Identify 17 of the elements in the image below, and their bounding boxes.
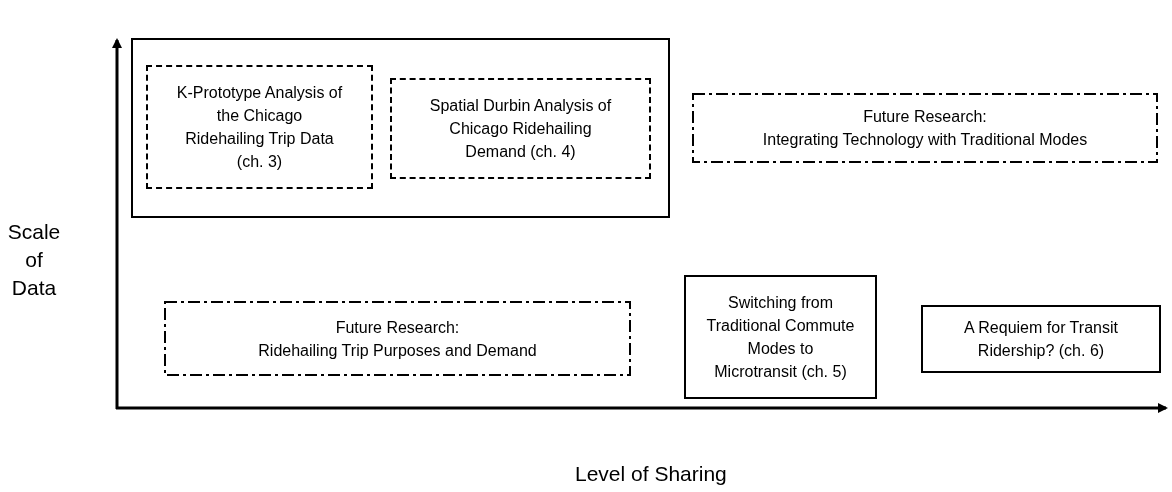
topic-box	[921, 305, 1161, 373]
box-text: Switching from Traditional Commute Modes to Microtransit (ch. 5)	[705, 293, 856, 382]
future-research-box	[164, 301, 631, 376]
future-research-box	[692, 93, 1158, 163]
box-text: Spatial Durbin Analysis of Chicago Ridehailing Demand (ch. 4)	[428, 96, 613, 162]
axis-label: Level of Sharing	[575, 461, 727, 487]
study-box	[390, 78, 651, 179]
box-text: K-Prototype Analysis of the Chicago Ridehailing Trip Data (ch. 3)	[175, 83, 344, 172]
group-frame	[131, 38, 670, 218]
box-text: Ridehailing Trip Purposes and Demand	[257, 340, 538, 361]
study-box	[146, 65, 373, 189]
box-text: Future Research:	[862, 107, 988, 127]
box-text: A Requiem for Transit Ridership? (ch. 6)	[963, 318, 1119, 361]
box-text: Integrating Technology with Traditional Modes	[761, 130, 1089, 150]
topic-box	[684, 275, 877, 399]
axis-label: Scale of Data	[6, 219, 62, 301]
box-text: Future Research:	[334, 317, 461, 338]
